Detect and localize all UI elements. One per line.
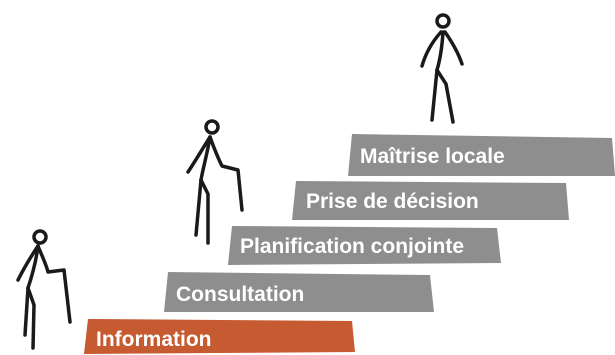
- step-maitrise-label: Maîtrise locale: [360, 145, 505, 168]
- step-consultation-label: Consultation: [176, 283, 304, 306]
- step-information-band: [84, 319, 355, 354]
- step-decision-band: [292, 181, 569, 220]
- step-maitrise-locale: Maîtrise locale: [348, 134, 615, 176]
- step-prise-de-decision: Prise de décision: [292, 181, 569, 220]
- climbing-person-icon: [186, 119, 244, 245]
- step-information-label: Information: [96, 328, 212, 351]
- climbing-person-icon: [16, 229, 72, 350]
- step-planification-label: Planification conjointe: [240, 235, 464, 258]
- step-consultation-band: [164, 272, 434, 312]
- standing-person-icon: [420, 13, 464, 124]
- step-consultation: Consultation: [164, 272, 434, 312]
- step-information: Information: [84, 319, 355, 354]
- step-planification-conjointe: Planification conjointe: [228, 226, 501, 265]
- step-planification-band: [228, 226, 501, 265]
- step-decision-label: Prise de décision: [306, 190, 479, 213]
- step-maitrise-band: [348, 134, 615, 176]
